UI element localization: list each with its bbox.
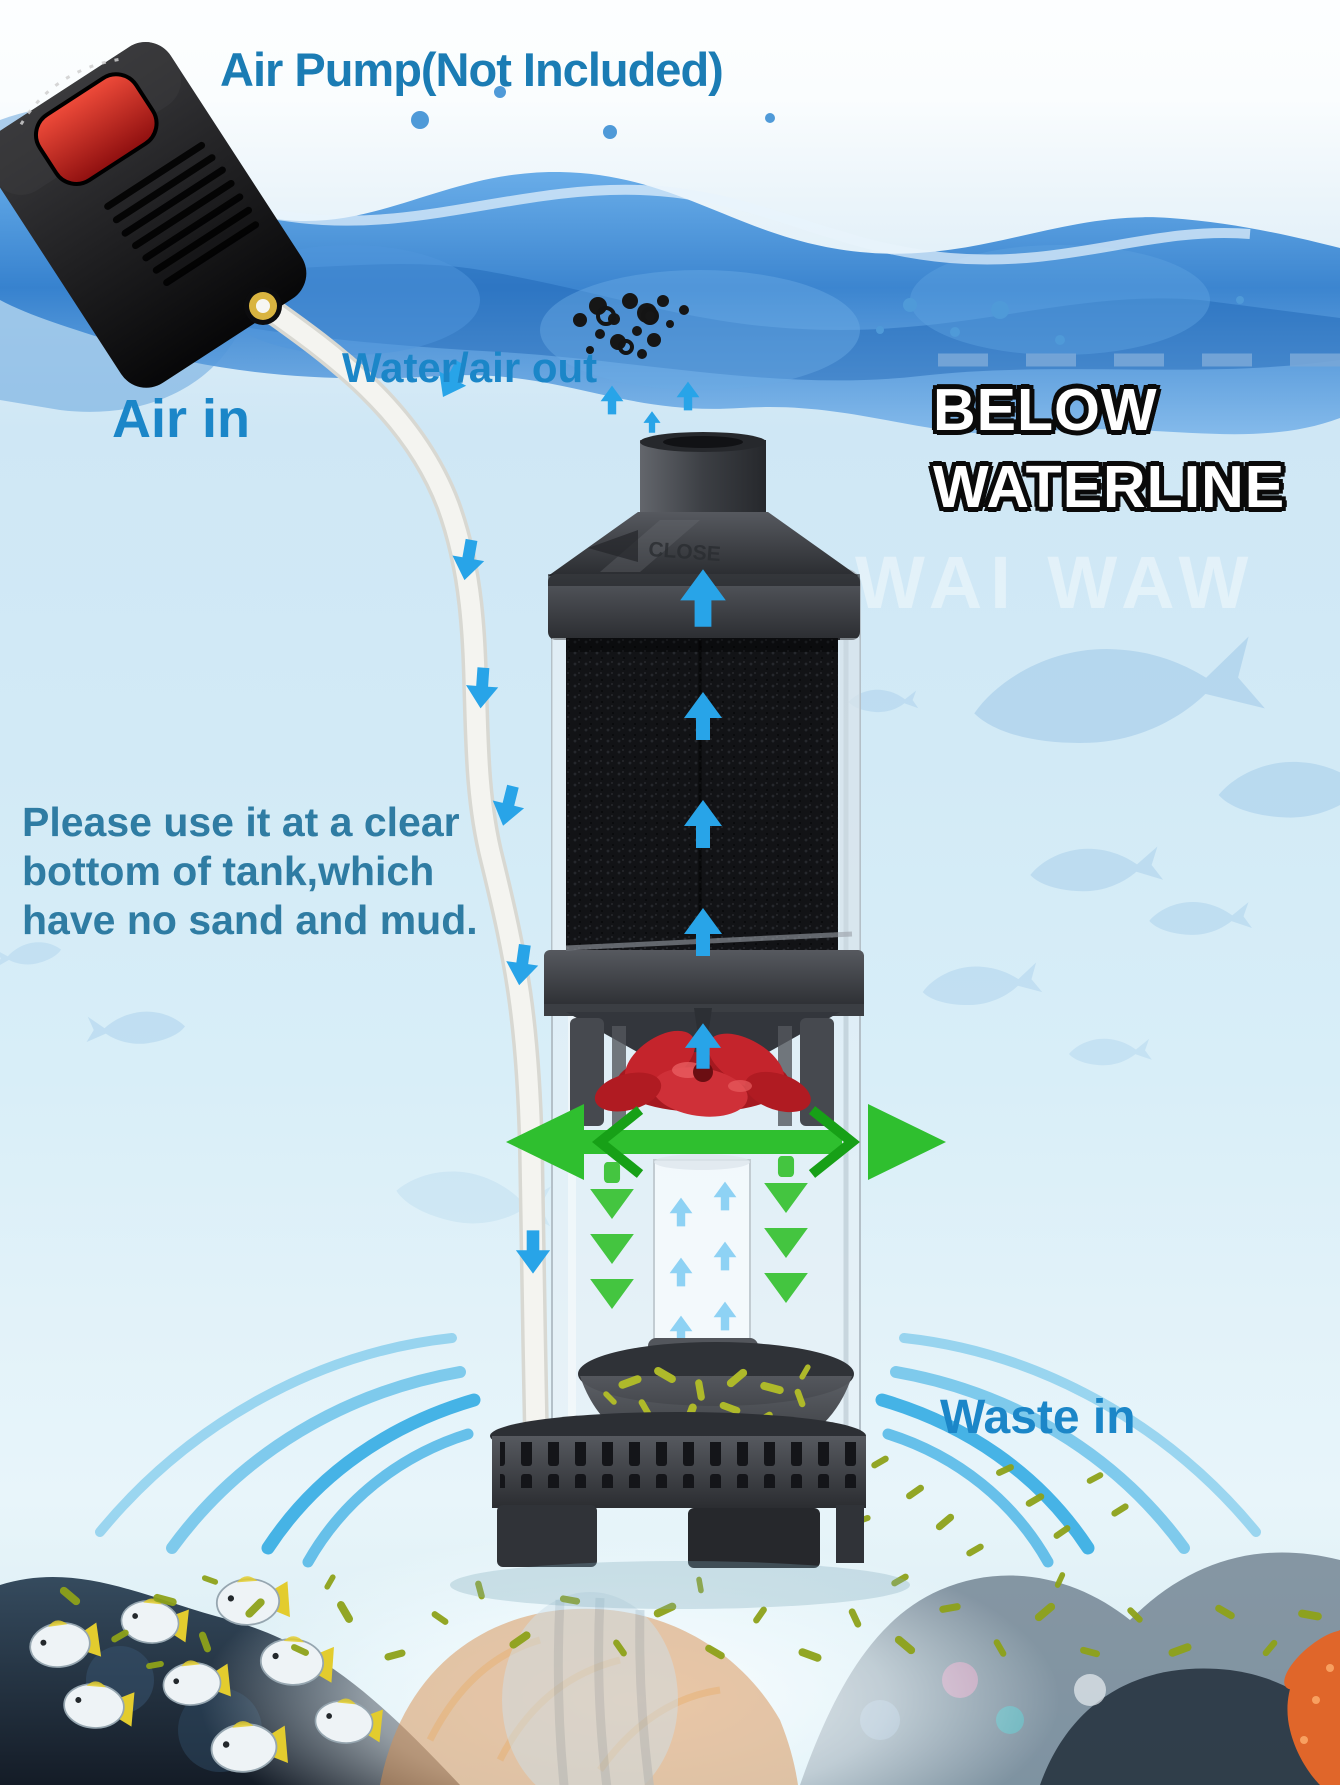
pump-dial — [33, 72, 159, 186]
sponge-media — [566, 638, 838, 952]
filter-base — [450, 1412, 910, 1609]
coral-reef — [0, 1530, 1340, 1785]
outlet-nozzle — [640, 440, 766, 516]
inner-uplift-tube — [653, 1159, 751, 1357]
water-droplets — [411, 86, 1244, 345]
close-marking: CLOSE — [648, 538, 722, 566]
air-pump-device — [0, 42, 307, 388]
air-bubbles-icon — [573, 293, 700, 433]
impeller — [594, 1008, 811, 1117]
top-cone — [548, 512, 858, 576]
angelfish — [502, 1592, 678, 1785]
suction-arcs — [95, 1333, 1261, 1568]
spread-arrow-green — [506, 1104, 946, 1180]
aquarium-filter-device: CLOSE — [450, 432, 946, 1609]
starfish — [1284, 1630, 1340, 1785]
joint-band — [544, 950, 864, 1010]
